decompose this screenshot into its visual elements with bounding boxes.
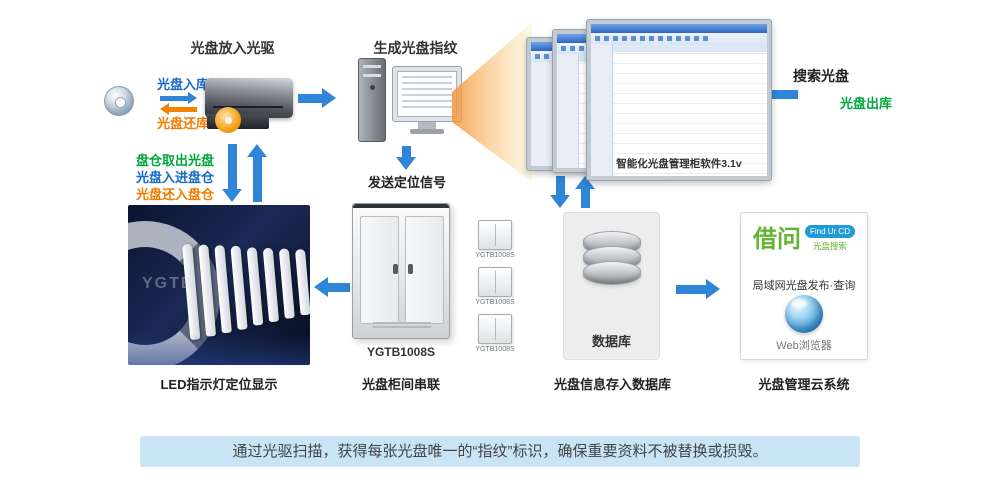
mini-cabinet-label: YGTB1008S: [475, 299, 515, 306]
mini-cabinet: YGTB1008S: [468, 267, 522, 306]
arrow-screens-to-db-icon: [550, 176, 570, 208]
web-globe-icon: [785, 295, 823, 333]
arrow-pc-to-cabinet-icon: [396, 146, 416, 170]
cloud-tag-badge: Find Ur CD: [804, 225, 855, 238]
cd-disc-icon: [104, 86, 134, 116]
disc-in-arrow-icon: [160, 92, 197, 104]
mini-cabinet-icon: [478, 267, 512, 297]
send-signal-label: 发送定位信号: [367, 175, 446, 190]
cloud-sub-label: 光盘搜索: [812, 241, 847, 251]
cabinet-caption: 光盘柜间串联: [361, 377, 440, 392]
cloud-desc-label: 局域网光盘发布·查询: [752, 280, 856, 292]
mini-cabinet-icon: [478, 220, 512, 250]
led-caption: LED指示灯定位显示: [160, 377, 278, 392]
cloud-caption: 光盘管理云系统: [758, 377, 850, 392]
drive-section-title: 光盘放入光驱: [190, 40, 275, 56]
arrow-drive-to-pc-icon: [298, 88, 336, 108]
arrow-led-to-drive-icon: [247, 144, 267, 202]
fingerprint-section-title: 生成光盘指纹: [373, 40, 458, 56]
cabinet-node: YGTB1008S: [352, 203, 450, 363]
summary-banner: 通过光驱扫描，获得每张光盘唯一的“指纹”标识，确保重要资料不被替换或损毁。: [140, 436, 860, 467]
bin-put-in-label: 光盘入进盘仓: [136, 170, 215, 185]
cloud-system-node: 借问 Find Ur CD 光盘搜索 局域网光盘发布·查询 Web浏览器: [740, 212, 868, 360]
mini-cabinet-icon: [478, 314, 512, 344]
mini-cabinet: YGTB1008S: [468, 314, 522, 353]
disc-in-label: 光盘入库: [157, 77, 210, 92]
web-browser-label: Web浏览器: [776, 340, 832, 352]
led-photo: YGTB: [128, 205, 310, 365]
cabinet-model-label: YGTB1008S: [366, 345, 436, 359]
mini-cabinets-group: YGTB1008S YGTB1008S YGTB1008S: [468, 220, 522, 361]
search-disc-label: 搜索光盘: [793, 68, 849, 84]
disc-out-label: 光盘出库: [840, 96, 893, 111]
database-label: 数据库: [591, 334, 631, 349]
disc-slots-icon: [182, 234, 310, 341]
mini-cabinet-label: YGTB1008S: [475, 346, 515, 353]
mini-cabinet-label: YGTB1008S: [475, 252, 515, 259]
database-caption: 光盘信息存入数据库: [553, 377, 671, 392]
arrow-drive-to-led-icon: [222, 144, 242, 202]
database-icon: [582, 231, 641, 285]
led-watermark: YGTB: [142, 275, 195, 292]
optical-drive-icon: [205, 78, 293, 136]
software-screens-group: 智能化光盘管理柜软件3.1v: [525, 19, 773, 184]
arrow-db-to-screens-icon: [575, 176, 595, 208]
projection-beam-icon: [452, 22, 532, 182]
cabinet-icon: [352, 203, 450, 339]
computer-icon: [358, 54, 466, 148]
disc-return-arrow-icon: [160, 103, 197, 115]
database-node: 数据库: [563, 212, 660, 360]
mini-cabinet: YGTB1008S: [468, 220, 522, 259]
bin-take-out-label: 盘仓取出光盘: [136, 153, 215, 168]
arrow-db-to-cloud-icon: [676, 279, 720, 299]
software-screen-front: [586, 19, 772, 181]
bin-return-label: 光盘还入盘仓: [136, 187, 215, 202]
cloud-brand: 借问: [752, 226, 801, 253]
disc-return-label: 光盘还库: [157, 116, 210, 131]
software-name-caption: 智能化光盘管理柜软件3.1v: [616, 158, 742, 170]
arrow-cabinet-to-led-icon: [314, 277, 350, 297]
